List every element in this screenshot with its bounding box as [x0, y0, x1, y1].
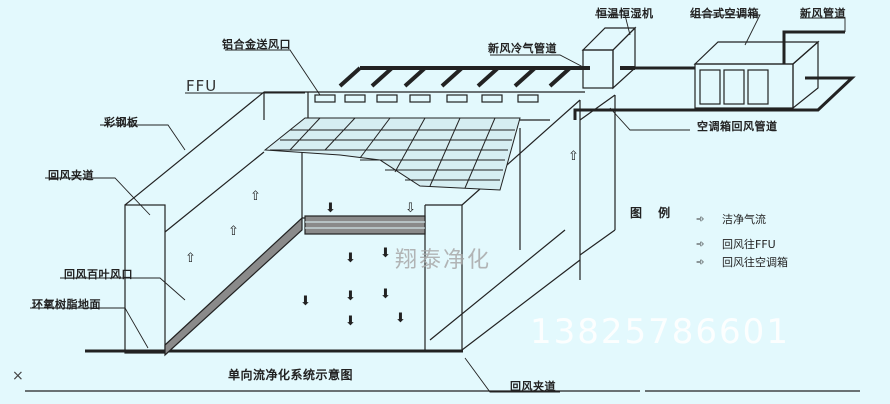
label-aluminum-supply-vent: 铝合金送风口: [222, 38, 291, 51]
watermark-phone: 13825786601: [530, 312, 790, 352]
return-air-louvers: [164, 215, 426, 357]
legend-item-return-to-ahu: ➾ 回风往空调箱: [696, 256, 788, 269]
svg-text:⇧: ⇧: [250, 189, 261, 204]
constant-temp-humidity-unit: [581, 26, 637, 90]
label-return-air-plenum-bottom: 回风夹道: [510, 380, 556, 393]
legend-item-clean-airflow: ➾ 洁净气流: [696, 213, 766, 226]
svg-text:⬇: ⬇: [345, 251, 356, 266]
return-to-ahu-arrow-icon: ➾: [696, 256, 705, 268]
leader-lines: [30, 14, 846, 393]
corner-x-mark: ×: [12, 368, 24, 384]
fresh-air-cold-duct: [338, 66, 635, 88]
label-epoxy-floor: 环氧树脂地面: [32, 298, 101, 311]
svg-text:⬇: ⬇: [380, 246, 391, 261]
label-ffu: FFU: [186, 77, 218, 95]
clean-airflow-arrow-icon: ➾: [696, 213, 705, 225]
ffu-grid: [263, 117, 521, 191]
svg-text:⇧: ⇧: [228, 224, 239, 239]
svg-text:⇩: ⇩: [405, 201, 416, 216]
label-fresh-air-cold-duct: 新风冷气管道: [488, 42, 557, 55]
airflow-arrows: ⇧ ⇧ ⇧ ⬇ ⇩ ⬇ ⬇ ⬇ ⬇ ⬇ ⬇ ⬇ ⇧: [185, 149, 579, 329]
label-constant-temp-humidity-unit: 恒温恒湿机: [596, 7, 654, 20]
svg-text:⬇: ⬇: [325, 201, 336, 216]
label-ahu-return-duct: 空调箱回风管道: [697, 120, 778, 133]
return-to-ffu-arrow-icon: ➾: [696, 238, 705, 250]
diagram-title: 单向流净化系统示意图: [228, 368, 354, 382]
watermark-brand: 翔泰净化: [395, 248, 492, 273]
svg-text:⬇: ⬇: [345, 314, 356, 329]
svg-text:⇧: ⇧: [568, 149, 579, 164]
svg-text:⬇: ⬇: [395, 311, 406, 326]
svg-text:⬇: ⬇: [300, 294, 311, 309]
supply-vents: [314, 94, 539, 103]
label-color-steel-panel: 彩钢板: [104, 116, 139, 129]
label-combined-ahu: 组合式空调箱: [690, 7, 759, 20]
label-return-air-plenum-left: 回风夹道: [48, 169, 94, 182]
legend-title: 图 例: [630, 206, 677, 220]
svg-text:⬇: ⬇: [345, 289, 356, 304]
combined-ahu: [693, 40, 820, 110]
legend-item-return-to-ffu: ➾ 回风往FFU: [696, 238, 776, 251]
svg-text:⇧: ⇧: [185, 251, 196, 266]
label-return-air-louver: 回风百叶风口: [64, 268, 133, 281]
label-fresh-air-duct: 新风管道: [800, 7, 846, 20]
svg-text:⬇: ⬇: [380, 287, 391, 302]
